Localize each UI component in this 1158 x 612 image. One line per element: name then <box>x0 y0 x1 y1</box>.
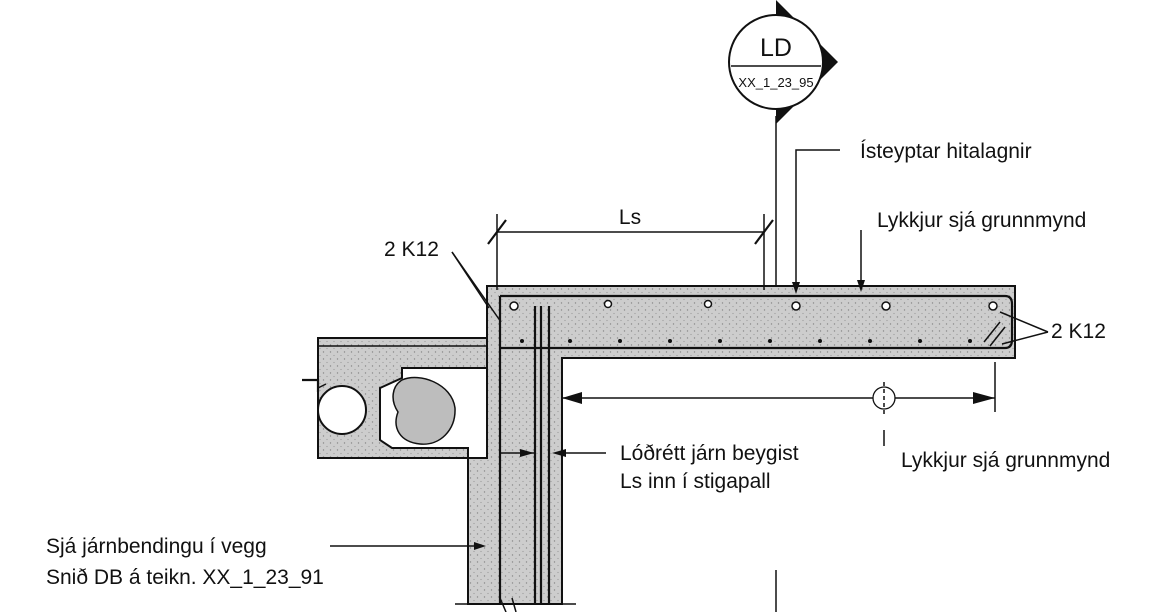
loops-top-callout: Lykkjur sjá grunnmynd <box>857 209 1086 292</box>
support-bracket-2 <box>317 383 327 389</box>
wall-reference-callout: Sjá járnbendingu í vegg Snið DB á teikn.… <box>46 535 486 589</box>
loops-top-label: Lykkjur sjá grunnmynd <box>877 209 1086 232</box>
marker-code: LD <box>760 34 792 62</box>
joint-infill <box>392 376 456 445</box>
landing-span-arrow <box>562 362 996 446</box>
rebar-sections-top <box>509 299 998 311</box>
rebar-diagonal-2 <box>989 326 1006 347</box>
ls-dimension: Ls <box>487 206 774 290</box>
vertical-bars-label-2: Ls inn í stigapall <box>620 470 771 493</box>
rebar-end-hook <box>1004 294 1014 350</box>
break-lines <box>455 570 777 612</box>
loops-right-label: Lykkjur sjá grunnmynd <box>901 449 1110 472</box>
rebar-left-callout: 2 K12 <box>384 238 502 323</box>
heating-pipes-label: Ísteyptar hitalagnir <box>860 140 1032 163</box>
vertical-bars-callout: Lóðrétt járn beygist Ls inn í stigapall <box>500 442 799 493</box>
rebar-diagonal-1 <box>983 321 1001 343</box>
reinforcement <box>318 294 1014 604</box>
marker-ref: XX_1_23_95 <box>738 75 813 90</box>
rebar-left-label: 2 K12 <box>384 238 439 261</box>
heating-pipes-callout: Ísteyptar hitalagnir <box>792 140 1032 294</box>
marker-circle <box>728 14 824 110</box>
rebar-sections-bottom <box>520 339 972 343</box>
ls-label: Ls <box>619 206 641 229</box>
rebar-right-callout: 2 K12 <box>999 311 1106 345</box>
wall-ref-label-1: Sjá járnbendingu í vegg <box>46 535 267 558</box>
hollow-core-opening <box>317 385 367 435</box>
concrete-elements <box>317 285 1016 605</box>
wall-ref-label-2: Snið DB á teikn. XX_1_23_91 <box>46 566 324 589</box>
section-marker: LD XX_1_23_95 <box>728 0 838 286</box>
vertical-bars-label-1: Lóðrétt járn beygist <box>620 442 799 465</box>
rebar-right-label: 2 K12 <box>1051 320 1106 343</box>
support-bracket <box>302 378 320 392</box>
